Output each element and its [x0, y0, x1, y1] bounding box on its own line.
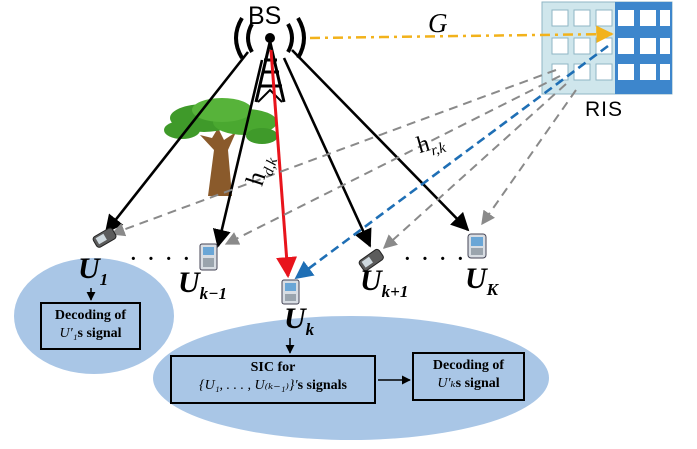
decode-uk-title: Decoding of [432, 358, 505, 373]
dots-right: · · · · [404, 248, 467, 270]
user-uK-label: UK [465, 262, 499, 299]
g-link-line [309, 25, 614, 43]
phone-u1-icon [92, 227, 117, 248]
decode-u1-box: Decoding of U′₁s signal [40, 302, 141, 350]
phone-uk-icon [281, 279, 300, 305]
hrk-ris-link [294, 44, 609, 280]
bs-label: BS [248, 2, 282, 30]
ris-building-icon [541, 1, 673, 95]
direct-links [104, 49, 470, 248]
ris-label: RIS [585, 98, 624, 121]
user-ukm1-label: Uk−1 [178, 266, 227, 303]
g-channel-label: G [428, 8, 448, 38]
sic-title: SIC for [250, 360, 296, 375]
decode-u1-title: Decoding of [54, 308, 127, 323]
user-ukp1-label: Uk+1 [360, 264, 409, 301]
decode-uk-box: Decoding of U′ₖs signal [412, 352, 525, 401]
user-u1-label: U1 [78, 252, 109, 289]
hdk-direct-link [269, 49, 298, 279]
phone-ukp1-icon [358, 248, 384, 272]
base-station-icon [234, 16, 306, 103]
ris-reflected-links [110, 69, 577, 249]
decode-uk-subtitle: U′ₖs signal [437, 376, 500, 391]
phone-uK-icon [467, 233, 487, 259]
sic-subtitle: {U₁, . . . , U₍ₖ₋₁₎}′s signals [198, 378, 347, 393]
decode-u1-subtitle: U′₁s signal [59, 326, 122, 341]
sic-box: SIC for {U₁, . . . , U₍ₖ₋₁₎}′s signals [170, 355, 376, 404]
dots-left: · · · · [130, 248, 193, 270]
user-uk-label: Uk [284, 302, 315, 339]
phone-ukm1-icon [199, 243, 218, 271]
